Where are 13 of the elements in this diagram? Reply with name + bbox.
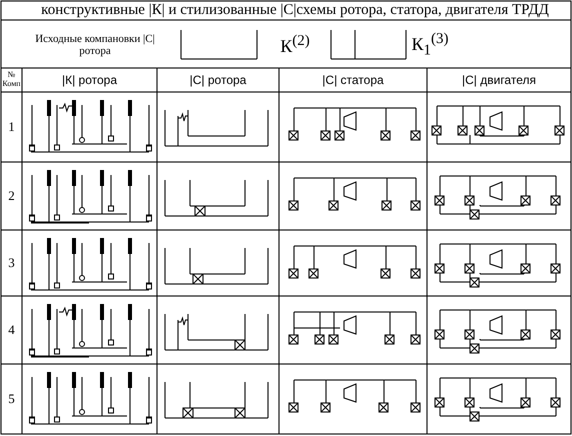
- column-heading: |С| двигателя: [462, 74, 536, 88]
- row-number: 1: [8, 120, 15, 134]
- row-number: 2: [8, 188, 15, 204]
- table-title: конструктивные |К| и стилизованные |С|схемы ротора, статора, двигателя ТРДД: [41, 2, 549, 19]
- column-heading: |К| ротора: [62, 74, 118, 88]
- column-heading: |С| ротора: [190, 74, 246, 88]
- row-number: 4: [8, 322, 15, 338]
- row-number: 5: [8, 392, 15, 406]
- row-heading: Исходные компановки |С| ротора: [34, 32, 156, 58]
- formula-label: К$^{(2)}$: [280, 33, 310, 57]
- row-number: 3: [8, 256, 15, 270]
- column-heading: |С| статора: [322, 74, 384, 88]
- column-heading: № Комп: [1, 71, 22, 89]
